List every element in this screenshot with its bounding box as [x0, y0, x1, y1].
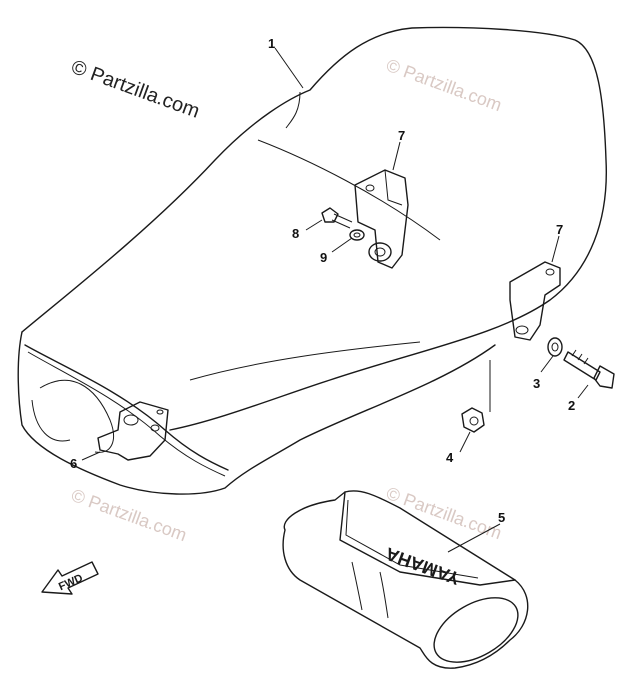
seat-seam-rear: [189, 341, 421, 381]
bolt-8: [321, 207, 353, 229]
washer-3: [547, 337, 563, 357]
watermark-bottom-right: © Partzilla.com: [384, 483, 505, 543]
bolt-2: [563, 349, 615, 389]
callout-washer-9: 9: [320, 250, 327, 265]
callout-washer-3: 3: [533, 376, 540, 391]
seat-skirt-outline: [17, 331, 496, 495]
watermark-top-right: © Partzilla.com: [384, 55, 505, 115]
callout-bracket-center: 7: [398, 128, 405, 143]
nut-4: [461, 407, 485, 433]
tool-bag-flap: [339, 491, 516, 586]
callout-seat: 1: [268, 36, 275, 51]
callout-nut-4: 4: [446, 450, 454, 465]
seat-recess: [39, 379, 114, 453]
seat-bracket-right: [509, 261, 561, 341]
callout-bolt-8: 8: [292, 226, 299, 241]
tool-bag: YAMAHA: [282, 490, 529, 669]
callout-bracket-front: 6: [70, 456, 77, 471]
leader-lines: [81, 47, 589, 553]
seat-assembly: [17, 26, 608, 495]
tool-bag-strap: [351, 561, 389, 619]
tool-bag-body: [282, 490, 529, 669]
watermark-top-left: © Partzilla.com: [68, 56, 202, 123]
callout-numbers: 1 7 8 9 7 3 2 4 6 5: [70, 36, 575, 525]
washer-9: [349, 229, 365, 241]
seat-seam-front: [257, 139, 441, 241]
callout-bolt-2: 2: [568, 398, 575, 413]
callout-bracket-right: 7: [556, 222, 563, 237]
forward-direction-arrow: FWD: [41, 561, 99, 595]
seat-bracket-front: [97, 401, 169, 461]
callout-tool-bag: 5: [498, 510, 505, 525]
seat-bracket-center: [354, 169, 409, 269]
seat-top-outline: [21, 26, 608, 431]
seat-piping: [24, 344, 229, 471]
